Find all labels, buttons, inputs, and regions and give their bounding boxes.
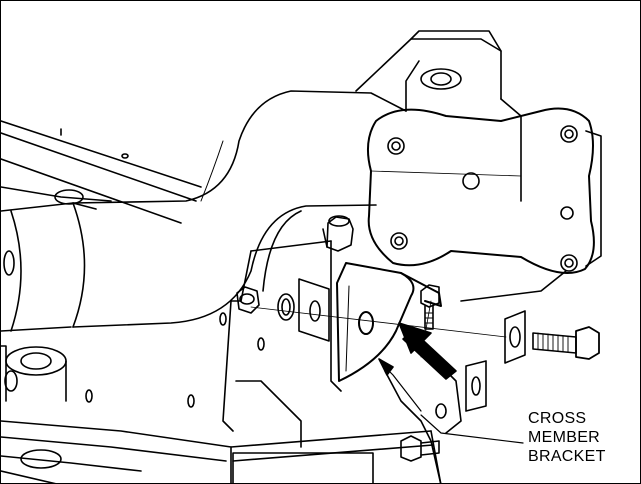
callout-line-1: CROSS: [528, 410, 587, 427]
hex-bolt-lower: [400, 435, 440, 462]
callout-label: CROSS MEMBER BRACKET: [528, 409, 606, 466]
cross-tube: [72, 90, 407, 328]
pointer-arrow: [378, 358, 422, 412]
vertical-bolt: [420, 284, 440, 330]
callout-line-3: BRACKET: [528, 448, 606, 465]
hex-nut-upper: [322, 215, 354, 252]
cross-member-bracket: [336, 262, 442, 382]
square-washer-left: [298, 278, 330, 342]
callout-leader-line: [420, 414, 524, 444]
square-washer-lower: [465, 360, 487, 412]
direction-arrow: [398, 322, 457, 380]
left-cylinder: [1, 202, 97, 403]
frame-rails: [1, 120, 202, 224]
base-frame: [1, 420, 442, 483]
square-washer-right: [504, 310, 526, 364]
hex-nut-left: [236, 286, 260, 314]
horizontal-bolt: [532, 326, 600, 360]
callout-line-2: MEMBER: [528, 429, 601, 446]
hanger-plate: [366, 107, 602, 274]
side-frame-plate: [187, 240, 342, 448]
